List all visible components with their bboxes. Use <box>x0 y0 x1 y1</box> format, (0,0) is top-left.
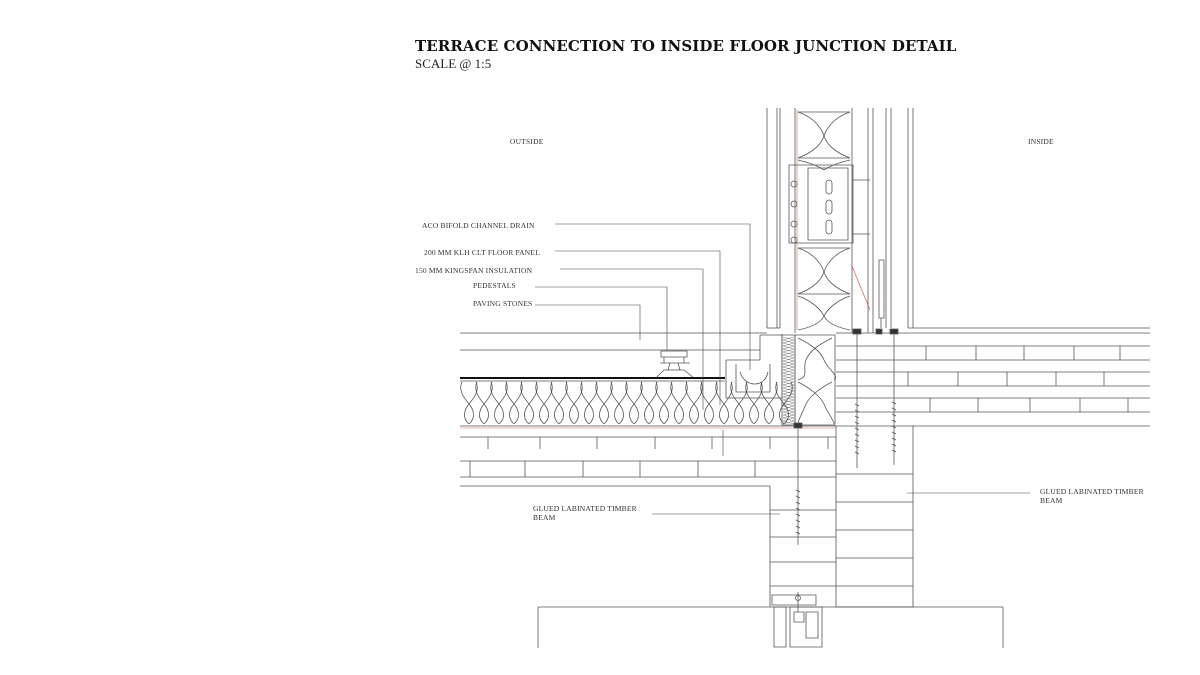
label-glulam-left-line1: GLUED LABINATED TIMBER <box>533 504 637 513</box>
window-frame <box>538 592 1003 648</box>
label-insulation: 150 MM KINGSPAN INSULATION <box>415 266 533 275</box>
label-glulam-right-line2: BEAM <box>1040 496 1063 505</box>
glulam-beam-right <box>836 426 913 607</box>
label-pedestals: PEDESTALS <box>473 281 516 290</box>
leader-lines <box>535 224 1030 514</box>
clt-floor-panel-left <box>460 437 836 486</box>
kingspan-insulation <box>461 382 793 424</box>
zone-label-inside: INSIDE <box>1028 137 1054 146</box>
label-clt-panel: 200 MM KLH CLT FLOOR PANEL <box>424 248 540 257</box>
aco-channel-drain <box>726 334 782 398</box>
zone-label-outside: OUTSIDE <box>510 137 544 146</box>
drawing-title: TERRACE CONNECTION TO INSIDE FLOOR JUNCT… <box>415 37 957 55</box>
label-paving: PAVING STONES <box>473 299 533 308</box>
wall-section <box>767 108 1150 333</box>
label-aco-drain: ACO BIFOLD CHANNEL DRAIN <box>422 221 535 230</box>
edge-insulation-strip <box>782 335 836 425</box>
drawing-scale: SCALE @ 1:5 <box>415 56 492 71</box>
terrace-buildup <box>460 333 836 428</box>
label-glulam-left-line2: BEAM <box>533 513 556 522</box>
clt-floor-panel-right <box>836 333 1150 426</box>
structural-screws <box>794 329 898 545</box>
glulam-beam-left <box>770 426 836 607</box>
label-glulam-right-line1: GLUED LABINATED TIMBER <box>1040 487 1144 496</box>
